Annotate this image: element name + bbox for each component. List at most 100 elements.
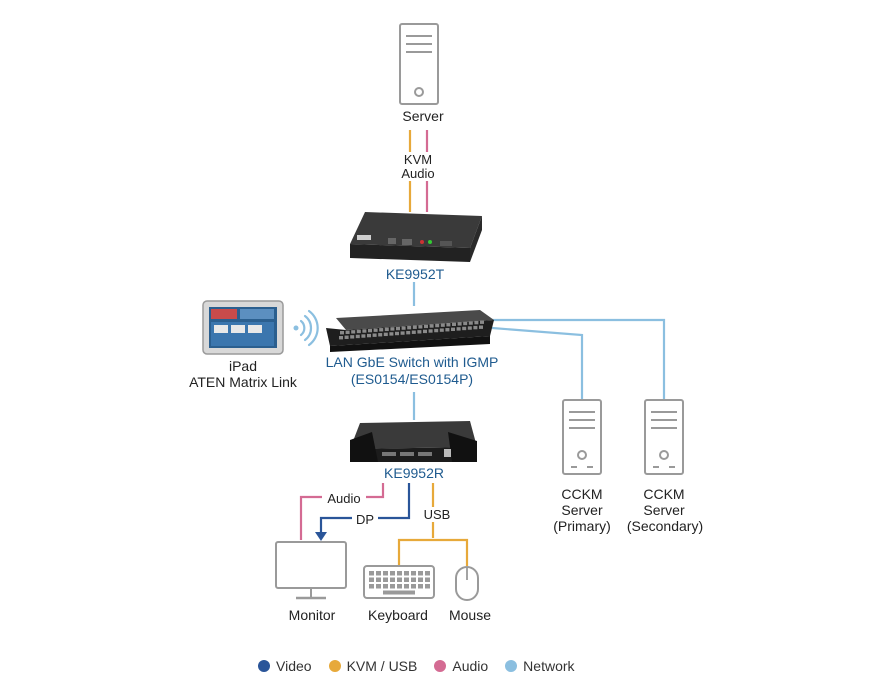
- switch-port: [406, 330, 411, 335]
- video-arrowhead: [315, 532, 327, 541]
- legend-item-network: Network: [505, 658, 575, 674]
- monitor-label: Monitor: [288, 607, 336, 623]
- switch-port: [439, 328, 444, 332]
- keyboard-key: [376, 577, 381, 582]
- server-link-label-kvm: KVM: [392, 152, 444, 167]
- switch-label: LAN GbE Switch with IGMP: [325, 354, 499, 370]
- legend-item-kvm-usb: KVM / USB: [328, 658, 417, 674]
- switch-port: [407, 325, 412, 330]
- cckm-primary-server-icon: [562, 399, 602, 475]
- receiver-device-icon: [350, 421, 477, 462]
- keyboard-key: [404, 584, 409, 589]
- switch-port: [390, 327, 395, 331]
- switch-port: [373, 328, 378, 332]
- legend-item-video: Video: [258, 658, 312, 674]
- switch-port: [474, 320, 479, 325]
- cckm-secondary-server-icon: [644, 399, 684, 475]
- switch-ports: [339, 320, 484, 340]
- switch-port: [396, 326, 400, 331]
- legend-label-video: Video: [276, 658, 312, 674]
- keyboard-key: [425, 571, 430, 576]
- switch-port: [467, 326, 472, 330]
- switch-port: [446, 323, 451, 327]
- transmitter-device-icon: [350, 212, 482, 262]
- keyboard-key: [425, 584, 430, 589]
- switch-port: [462, 326, 467, 331]
- server-link-label-audio: Audio: [392, 166, 444, 181]
- keyboard-key: [404, 577, 409, 582]
- switch-port: [345, 330, 350, 334]
- keyboard-key: [390, 571, 395, 576]
- switch-port: [339, 336, 343, 340]
- usb-line-split: [397, 538, 469, 566]
- keyboard-key: [397, 577, 402, 582]
- legend-item-audio: Audio: [434, 658, 488, 674]
- audio-connection-label: Audio: [322, 491, 366, 506]
- mouse-icon: [455, 566, 479, 601]
- switch-port: [355, 334, 360, 339]
- keyboard-key: [390, 577, 395, 582]
- switch-port: [445, 328, 450, 332]
- network-switch-icon: [326, 310, 494, 352]
- switch-port: [434, 328, 439, 333]
- keyboard-key: [383, 577, 388, 582]
- switch-port: [350, 335, 355, 339]
- switch-port: [361, 334, 366, 338]
- server-tower-icon: [399, 23, 439, 105]
- switch-port: [379, 328, 384, 332]
- tablet-icon: [202, 300, 284, 355]
- keyboard-key: [425, 577, 430, 582]
- cckm-primary-label-3: (Primary): [553, 518, 611, 534]
- switch-port: [351, 330, 356, 334]
- switch-port: [473, 325, 478, 330]
- dp-connection-label: DP: [352, 512, 378, 527]
- legend-dot-kvm-usb: [328, 660, 341, 672]
- switch-port: [463, 321, 468, 326]
- keyboard-keys: [369, 571, 430, 595]
- switch-port: [384, 327, 389, 332]
- keyboard-key: [369, 577, 374, 582]
- keyboard-key: [404, 571, 409, 576]
- ipad-app-label: ATEN Matrix Link: [189, 374, 297, 390]
- ke9952t-label: KE9952T: [385, 266, 445, 282]
- switch-port: [362, 329, 367, 333]
- keyboard-key: [397, 584, 402, 589]
- switch-port: [372, 333, 377, 337]
- legend-label-network: Network: [523, 658, 575, 674]
- switch-port: [424, 324, 428, 329]
- switch-port: [389, 332, 394, 336]
- switch-port: [468, 321, 473, 325]
- switch-port: [428, 329, 433, 333]
- cckm-secondary-label-3: (Secondary): [626, 518, 704, 534]
- cckm-secondary-label-1: CCKM: [643, 486, 685, 502]
- network-line-cckm-secondary: [492, 318, 666, 400]
- keyboard-key: [376, 584, 381, 589]
- switch-port: [340, 331, 344, 335]
- switch-port: [411, 330, 416, 334]
- switch-port: [456, 327, 461, 331]
- legend-label-audio: Audio: [452, 658, 489, 674]
- legend-dot-audio: [434, 660, 447, 672]
- switch-port: [423, 329, 427, 334]
- switch-port: [479, 325, 483, 329]
- switch-port: [383, 332, 388, 337]
- keyboard-key: [411, 584, 416, 589]
- keyboard-key: [418, 571, 423, 576]
- switch-port: [457, 322, 462, 326]
- ipad-label: iPad: [228, 358, 258, 374]
- switch-port: [378, 333, 383, 337]
- switch-port: [480, 320, 484, 324]
- switch-port: [417, 330, 422, 334]
- network-line-cckm-primary: [491, 326, 584, 400]
- keyboard-spacebar: [383, 590, 415, 595]
- switch-port: [412, 325, 417, 329]
- legend: Video KVM / USB Audio Network: [258, 657, 592, 675]
- switch-port: [400, 331, 405, 335]
- ke9952r-label: KE9952R: [384, 465, 444, 481]
- switch-port: [395, 331, 399, 336]
- switch-port: [418, 325, 423, 329]
- keyboard-icon: [363, 565, 435, 599]
- cckm-secondary-label-2: Server: [643, 502, 685, 518]
- switch-model-label: (ES0154/ES0154P): [350, 371, 474, 387]
